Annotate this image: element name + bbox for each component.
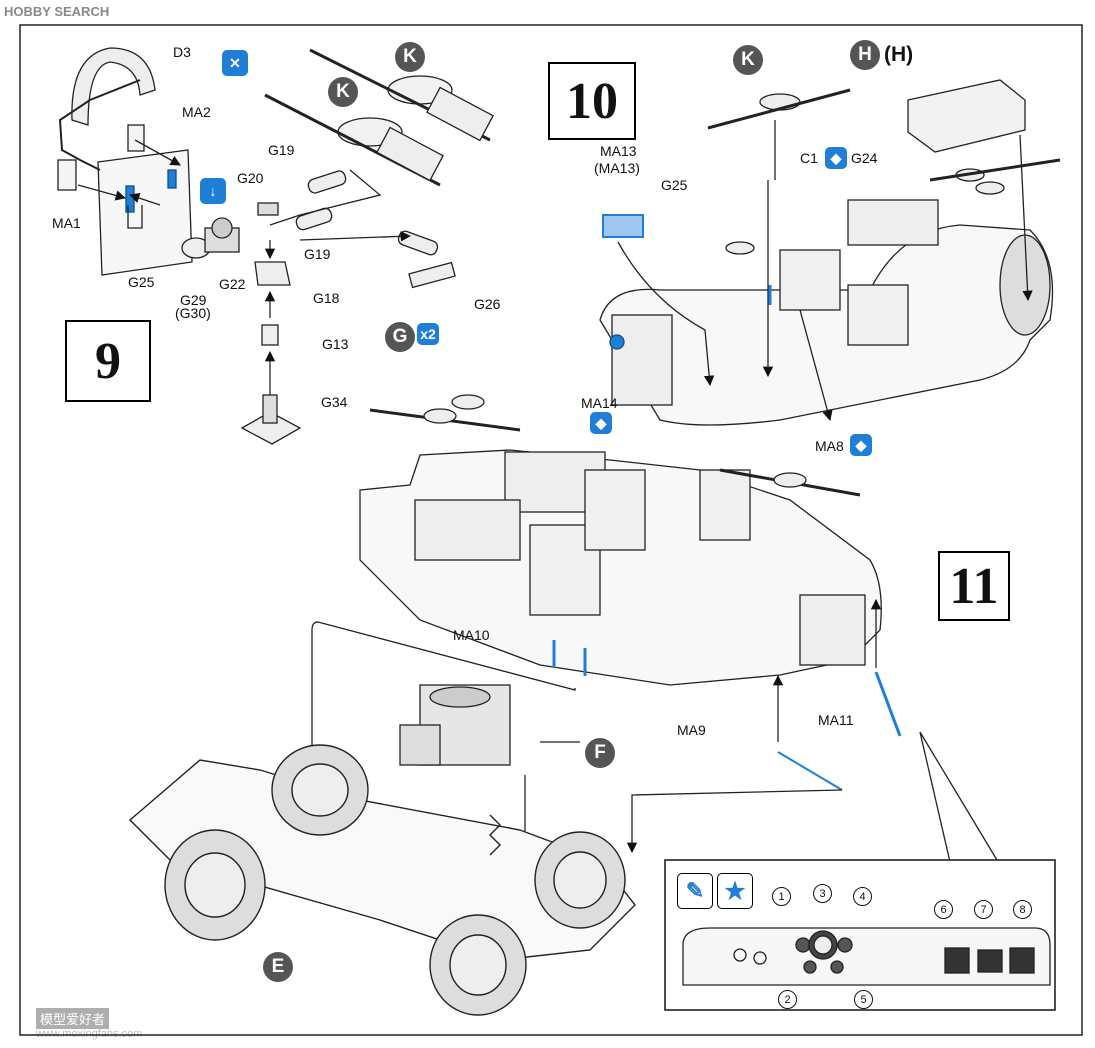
cement-icon: ↓ (200, 178, 226, 204)
label-ma13: MA13 (600, 143, 637, 159)
callout-k-2: K (328, 77, 358, 107)
label-g18: G18 (313, 290, 340, 306)
machine-gun-k2 (264, 93, 444, 187)
label-ma1: MA1 (52, 215, 81, 231)
chassis-e (128, 744, 636, 1016)
dash-number-2: 2 (778, 990, 797, 1009)
callout-h-paren: (H) (884, 43, 914, 66)
label-g29: G29 (180, 292, 207, 308)
step-11-box: 11 (938, 551, 1010, 621)
flip-icon-g24: ◆ (825, 147, 847, 169)
flip-icon-ma8: ◆ (850, 434, 872, 456)
dash-number-4: 4 (853, 887, 872, 906)
machine-gun-k1 (309, 48, 494, 142)
step10-drawing (599, 79, 1061, 426)
label-d3: D3 (173, 44, 191, 60)
step11-drawing (306, 394, 1001, 866)
label-g20: G20 (237, 170, 264, 186)
callout-k-1: K (395, 42, 425, 72)
step-9-box: 9 (65, 320, 151, 402)
callout-k-3: K (733, 45, 763, 75)
dash-number-6: 6 (934, 900, 953, 919)
dash-number-7: 7 (974, 900, 993, 919)
label-ma11: MA11 (818, 712, 854, 728)
bottom-watermark-url: www.moxingfans.com (36, 1028, 143, 1040)
label-g25-b: G25 (661, 177, 688, 193)
callout-g: G (385, 322, 415, 352)
label-ma8: MA8 (815, 438, 844, 454)
label-g19-a: G19 (268, 142, 295, 158)
dash-number-8: 8 (1013, 900, 1032, 919)
label-ma13-paren: (MA13) (594, 160, 640, 176)
callout-h: H (850, 40, 880, 70)
label-c1: C1 (800, 150, 818, 166)
repeat-count: x2 (420, 326, 436, 342)
step9-drawing (57, 47, 494, 445)
glue-icon: ✕ (222, 50, 248, 76)
callout-f: F (585, 738, 615, 768)
label-g13: G13 (322, 336, 349, 352)
bottom-watermark: 模型爱好者 (36, 1008, 110, 1029)
dashboard-inset (664, 859, 1056, 1011)
label-g25-a: G25 (128, 274, 155, 290)
label-g30: (G30) (175, 305, 211, 321)
label-ma2: MA2 (182, 104, 211, 120)
flip-icon-ma14: ◆ (590, 412, 612, 434)
label-g22: G22 (219, 276, 246, 292)
label-ma9: MA9 (677, 722, 706, 738)
step-10-box: 10 (548, 62, 636, 140)
label-ma14: MA14 (581, 395, 618, 411)
dash-number-3: 3 (813, 884, 832, 903)
dash-number-1: 1 (772, 887, 791, 906)
repeat-icon: x2 (417, 323, 439, 345)
dash-number-5: 5 (854, 990, 873, 1009)
label-g34: G34 (321, 394, 348, 410)
label-g24: G24 (851, 150, 878, 166)
callout-e: E (263, 952, 293, 982)
label-ma10: MA10 (453, 627, 490, 643)
hobbysearch-watermark: HOBBY SEARCH (4, 4, 110, 19)
label-g19-b: G19 (304, 246, 331, 262)
engine-f (399, 684, 580, 848)
paint-brush-icon: ✎ (677, 873, 713, 909)
page-frame (19, 24, 1083, 1036)
label-g26: G26 (474, 296, 501, 312)
star-icon: ★ (717, 873, 753, 909)
